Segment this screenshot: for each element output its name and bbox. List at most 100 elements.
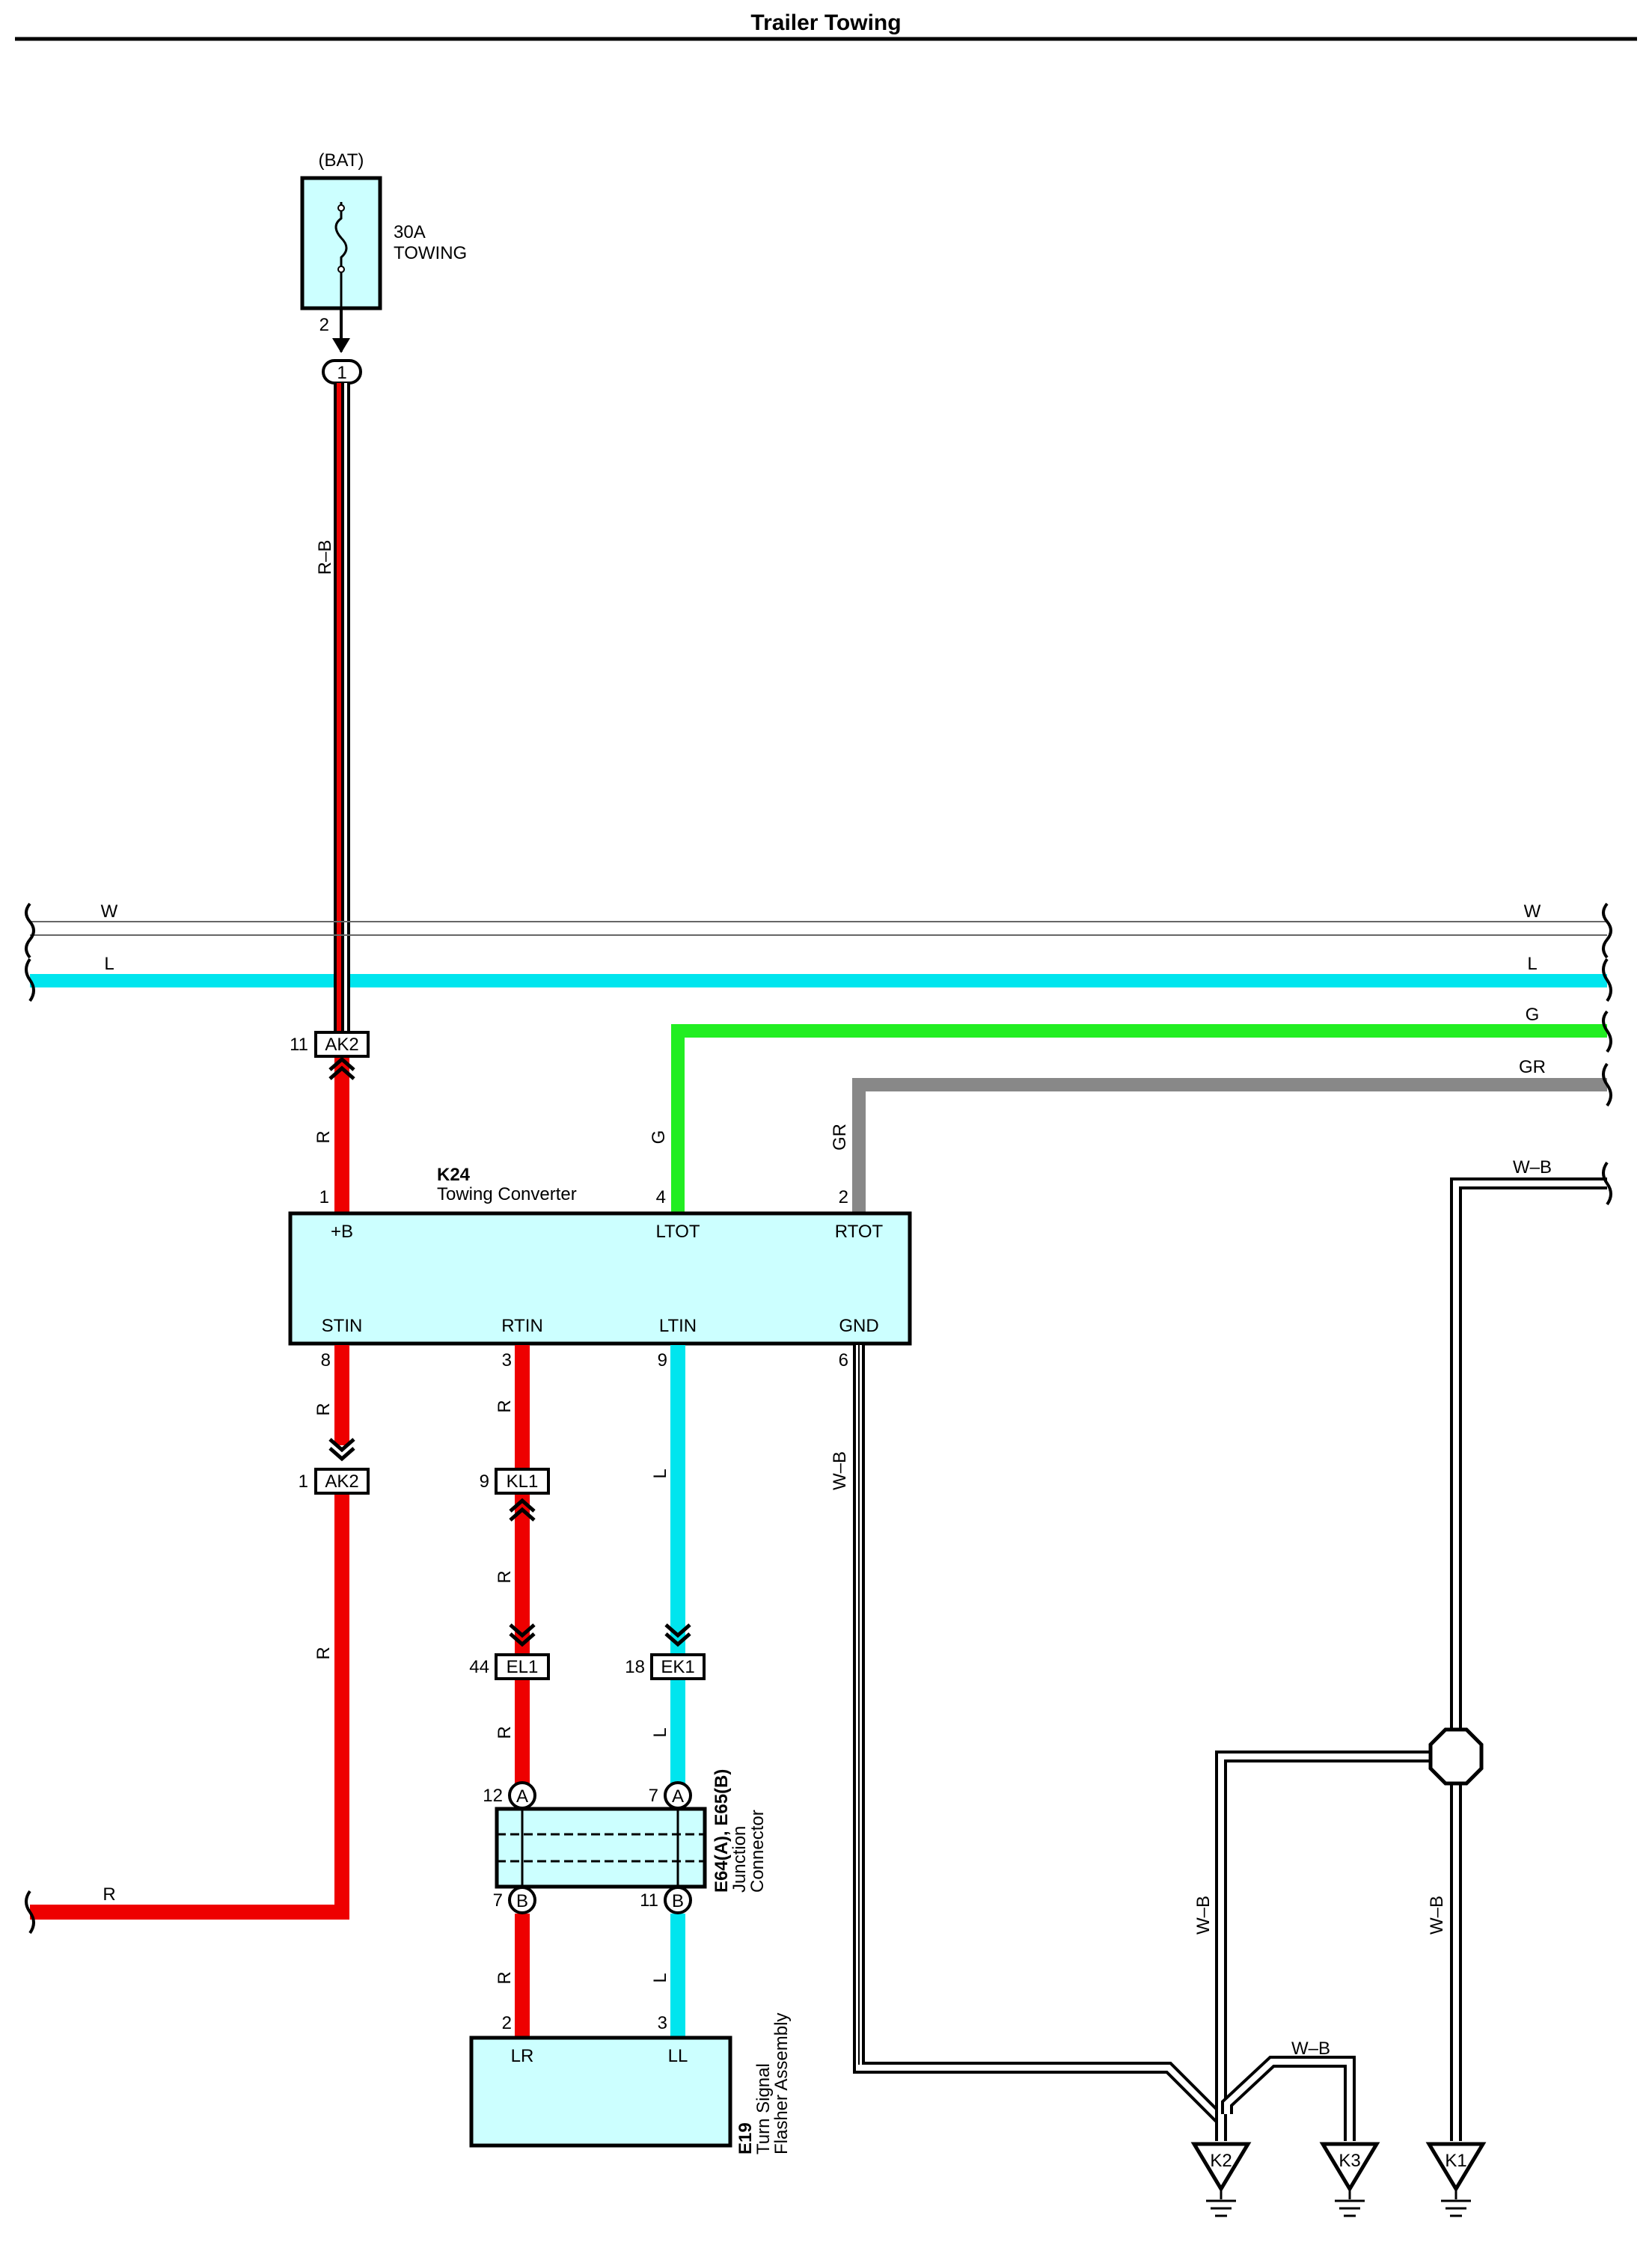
wire-rb: R–B — [315, 383, 350, 1038]
term-gnd: GND — [839, 1316, 878, 1336]
jc-letter-right-bottom: B — [672, 1891, 684, 1911]
towing-converter-code: K24 — [437, 1165, 471, 1185]
pin-rtot: 2 — [839, 1187, 848, 1207]
flasher-code: E19 — [735, 2122, 756, 2154]
jc-code: E64(A), E65(B) — [712, 1769, 732, 1893]
jc-letter-right-top: A — [672, 1786, 684, 1807]
connector-1-label: 1 — [337, 363, 346, 383]
jc-letter-left-top: A — [516, 1786, 528, 1807]
bus-w-left: W — [101, 901, 118, 922]
term-rtin: RTIN — [501, 1316, 543, 1336]
connector-el1-label: EL1 — [507, 1657, 539, 1677]
connector-el1-pin: 44 — [469, 1657, 489, 1677]
bus-wb-right: W–B — [1513, 1157, 1552, 1177]
term-rtot: RTOT — [835, 1222, 884, 1242]
connector-ak2-top: 11 AK2 — [290, 1031, 370, 1080]
ground-k2-label: K2 — [1210, 2151, 1232, 2171]
connector-ek1-label: EK1 — [661, 1657, 694, 1677]
wire-label-r-2: R — [313, 1403, 334, 1415]
flasher-name-2: Flasher Assembly — [771, 2013, 792, 2154]
jc-pin-right-top: 7 — [649, 1786, 658, 1806]
break-marks — [25, 902, 1612, 1935]
connector-kl1-label: KL1 — [507, 1471, 539, 1492]
connector-kl1: 9 KL1 — [480, 1468, 550, 1522]
flasher-name-1: Turn Signal — [753, 2063, 774, 2154]
wire-label-wb-2: W–B — [1193, 1896, 1214, 1935]
term-ltot: LTOT — [655, 1222, 700, 1242]
connector-ak2-top-label: AK2 — [325, 1035, 358, 1055]
term-stin: STIN — [322, 1316, 363, 1336]
pin-ltot: 4 — [656, 1187, 666, 1207]
pin-ll: 3 — [658, 2013, 667, 2033]
wire-label-r-6: R — [495, 1726, 515, 1739]
fuse-rating: 30A — [394, 222, 426, 242]
term-b: +B — [331, 1222, 353, 1242]
bus-l-right: L — [1527, 954, 1537, 974]
pin-ltin: 9 — [658, 1350, 667, 1370]
bus-w-right: W — [1524, 901, 1541, 922]
jc-pin-left-top: 12 — [483, 1786, 503, 1806]
break-left-r — [25, 1890, 35, 1935]
connector-ek1: 18 EK1 — [625, 1623, 706, 1680]
wire-label-wb-4: W–B — [1291, 2039, 1330, 2059]
ground-k1-label: K1 — [1445, 2151, 1466, 2171]
fuse-towing: (BAT) 30A TOWING 2 1 — [300, 150, 467, 385]
wire-label-wb-3: W–B — [1427, 1896, 1447, 1935]
bus-r-left: R — [103, 1884, 115, 1905]
connector-ak2-bottom-label: AK2 — [325, 1471, 358, 1492]
term-ltin: LTIN — [659, 1316, 697, 1336]
wire-r-stin: R R R — [30, 1345, 349, 1920]
bus-g-right: G — [1526, 1005, 1540, 1025]
wire-label-r-3: R — [313, 1647, 334, 1659]
chevron-down-icon — [328, 1438, 355, 1462]
chevron-down-icon — [664, 1623, 691, 1647]
page-title: Trailer Towing — [750, 10, 901, 35]
break-right-w — [1602, 902, 1612, 959]
break-right-wb — [1602, 1161, 1612, 1206]
wire-label-g: G — [649, 1130, 669, 1145]
wire-gr: GR GR — [830, 1057, 1607, 1213]
pin-gnd: 6 — [839, 1350, 848, 1370]
splice-icon — [1428, 1727, 1484, 1786]
wire-label-gr: GR — [830, 1124, 850, 1151]
jc-pin-right-bottom: 11 — [640, 1890, 658, 1911]
fuse-pin: 2 — [319, 315, 329, 335]
jc-name-2: Connector — [747, 1810, 768, 1893]
pin-lr: 2 — [502, 2013, 512, 2033]
pin-b: 1 — [319, 1187, 329, 1207]
wire-label-r-4: R — [495, 1400, 515, 1412]
term-lr: LR — [511, 2046, 534, 2066]
wire-label-l-2: L — [650, 1727, 670, 1737]
turn-signal-flasher: 2 3 LR LL E19 Turn Signal Flasher Assemb… — [469, 2013, 792, 2154]
jc-name-1: Junction — [729, 1826, 750, 1893]
ground-k2: K2 — [1190, 2142, 1252, 2217]
wire-r-rtin: R R R R — [495, 1345, 530, 2038]
wire-label-r-5: R — [495, 1570, 515, 1583]
wire-label-r-1: R — [313, 1130, 334, 1143]
connector-ak2-bottom: 1 AK2 — [299, 1438, 370, 1495]
wire-l-ltin: L L L — [650, 1345, 685, 2038]
wire-g: G G — [649, 1005, 1607, 1213]
wire-label-l-1: L — [650, 1468, 670, 1478]
term-ll: LL — [668, 2046, 688, 2066]
jc-letter-left-bottom: B — [516, 1891, 528, 1911]
connector-ak2-bottom-pin: 1 — [299, 1471, 308, 1492]
fuse-source: (BAT) — [319, 150, 364, 171]
jc-pin-left-bottom: 7 — [493, 1890, 503, 1911]
bus-l-left: L — [104, 954, 114, 974]
connector-el1: 44 EL1 — [469, 1623, 550, 1680]
wire-label-rb: R–B — [315, 540, 335, 575]
bus-w: W W — [30, 901, 1607, 936]
connector-ek1-pin: 18 — [625, 1657, 645, 1677]
bus-gr-right: GR — [1519, 1057, 1546, 1077]
wire-label-wb-1: W–B — [830, 1451, 850, 1490]
chevron-up-icon — [509, 1498, 536, 1522]
break-right-g — [1602, 1010, 1612, 1053]
wire-label-l-3: L — [650, 1973, 670, 1982]
connector-kl1-pin: 9 — [480, 1471, 489, 1492]
junction-connector: 12 A 7 A 7 B 11 B E64(A), E65(B) Junctio… — [483, 1769, 768, 1914]
chevron-down-icon — [509, 1623, 536, 1647]
break-right-gr — [1602, 1062, 1612, 1107]
fuse-icon — [334, 202, 348, 274]
